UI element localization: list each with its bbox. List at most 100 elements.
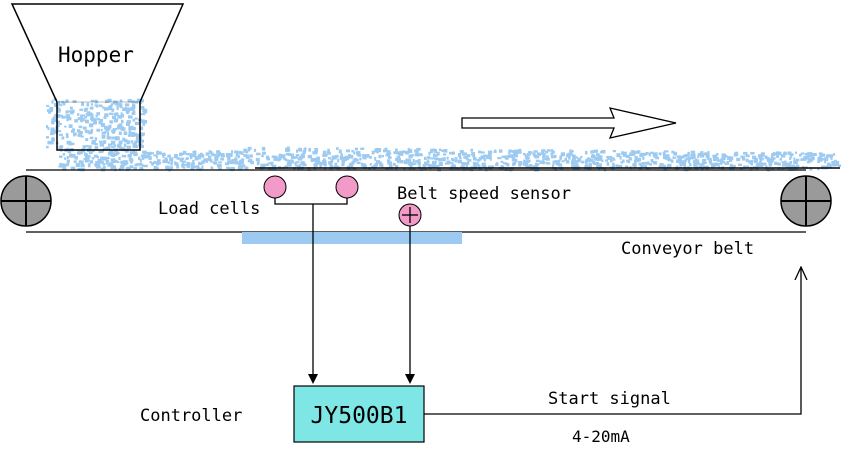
material-particle — [73, 160, 77, 163]
material-particle — [46, 104, 50, 107]
material-particle — [788, 163, 792, 168]
material-particle — [647, 161, 650, 165]
material-particle — [105, 159, 110, 162]
material-particle — [606, 162, 610, 166]
material-particle — [336, 147, 339, 150]
material-particle — [807, 153, 811, 157]
material-particle — [478, 150, 482, 154]
material-particle — [297, 157, 303, 161]
material-particle — [229, 167, 233, 171]
material-particle — [200, 152, 203, 157]
material-particle — [639, 152, 644, 155]
load-cell-left — [263, 175, 287, 199]
material-particle — [164, 157, 168, 161]
material-particle — [346, 149, 350, 153]
material-particle — [637, 157, 642, 162]
material-particle — [707, 157, 710, 161]
material-particle — [319, 164, 322, 169]
material-particle — [294, 156, 299, 159]
material-particle — [585, 161, 588, 165]
material-particle — [639, 154, 644, 158]
material-particle — [226, 166, 230, 169]
material-particle — [102, 163, 106, 166]
material-particle — [89, 136, 94, 140]
material-particle — [369, 163, 372, 166]
material-particle — [472, 161, 477, 166]
material-particle — [263, 163, 268, 167]
material-particle — [743, 165, 747, 169]
material-particle — [72, 100, 77, 103]
material-particle — [295, 154, 300, 157]
material-particle — [84, 116, 88, 119]
material-particle — [109, 112, 114, 115]
material-particle — [52, 116, 56, 120]
material-particle — [123, 143, 127, 148]
material-particle — [472, 154, 475, 158]
material-particle — [758, 155, 763, 160]
material-particle — [728, 158, 733, 162]
material-particle — [393, 151, 398, 155]
material-particle — [535, 159, 540, 162]
material-particle — [826, 157, 829, 162]
material-particle — [729, 163, 733, 168]
material-particle — [153, 160, 157, 164]
material-particle — [388, 156, 392, 159]
material-particle — [284, 165, 288, 168]
material-particle — [140, 139, 144, 143]
material-particle — [121, 166, 125, 170]
material-particle — [84, 119, 89, 124]
material-particle — [546, 149, 551, 152]
material-particle — [181, 152, 184, 155]
material-particle — [142, 108, 145, 113]
material-particle — [288, 148, 291, 152]
material-particle — [245, 156, 250, 159]
material-particle — [124, 103, 130, 107]
material-particle — [687, 159, 691, 164]
material-particle — [482, 165, 487, 169]
material-particle — [79, 108, 83, 111]
material-particle — [649, 163, 653, 166]
material-particle — [127, 99, 132, 103]
material-particle — [379, 161, 382, 166]
material-particle — [296, 149, 299, 153]
material-particle — [118, 131, 122, 135]
material-particle — [129, 151, 134, 154]
material-particle — [46, 145, 49, 149]
material-particle — [113, 144, 117, 148]
material-particle — [136, 99, 142, 102]
material-particle — [709, 159, 712, 163]
material-particle — [129, 152, 133, 157]
material-particle — [612, 162, 615, 166]
material-particle — [430, 151, 434, 154]
material-particle — [793, 160, 797, 164]
material-particle — [120, 112, 123, 115]
material-particle — [131, 112, 136, 115]
material-particle — [312, 151, 316, 155]
material-particle — [322, 153, 327, 157]
material-particle — [62, 164, 67, 167]
material-particle — [628, 157, 632, 161]
material-particle — [88, 130, 93, 135]
material-particle — [550, 152, 554, 156]
material-particle — [665, 154, 670, 158]
material-particle — [465, 156, 469, 160]
material-particle — [752, 155, 757, 160]
material-particle — [78, 160, 82, 164]
material-particle — [470, 148, 473, 152]
material-particle — [581, 161, 585, 164]
material-particle — [173, 156, 177, 159]
material-particle — [314, 150, 318, 155]
material-particle — [596, 153, 600, 156]
material-particle — [110, 158, 115, 162]
material-particle — [348, 163, 354, 168]
material-particle — [139, 159, 142, 163]
material-particle — [50, 127, 55, 132]
material-particle — [671, 159, 674, 163]
material-particle — [541, 149, 546, 152]
material-particle — [523, 159, 526, 163]
material-particle — [542, 158, 547, 161]
material-particle — [275, 155, 278, 159]
material-particle — [481, 151, 485, 154]
material-particle — [433, 153, 436, 157]
